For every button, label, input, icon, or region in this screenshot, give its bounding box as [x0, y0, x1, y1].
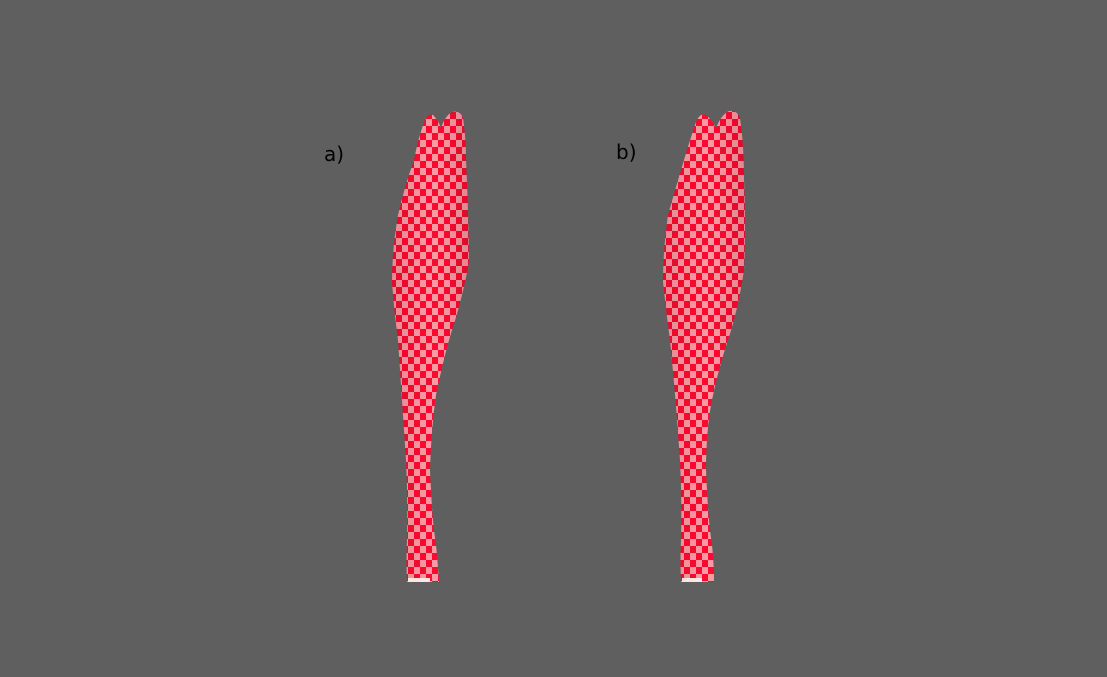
- muscle-model-a: [392, 111, 469, 582]
- panel-label-b: b): [616, 140, 637, 164]
- muscle-base-highlight-a: [408, 578, 430, 582]
- muscle-model-b: [663, 110, 745, 582]
- muscle-base-highlight-b: [682, 578, 702, 582]
- panel-label-a: a): [324, 142, 345, 166]
